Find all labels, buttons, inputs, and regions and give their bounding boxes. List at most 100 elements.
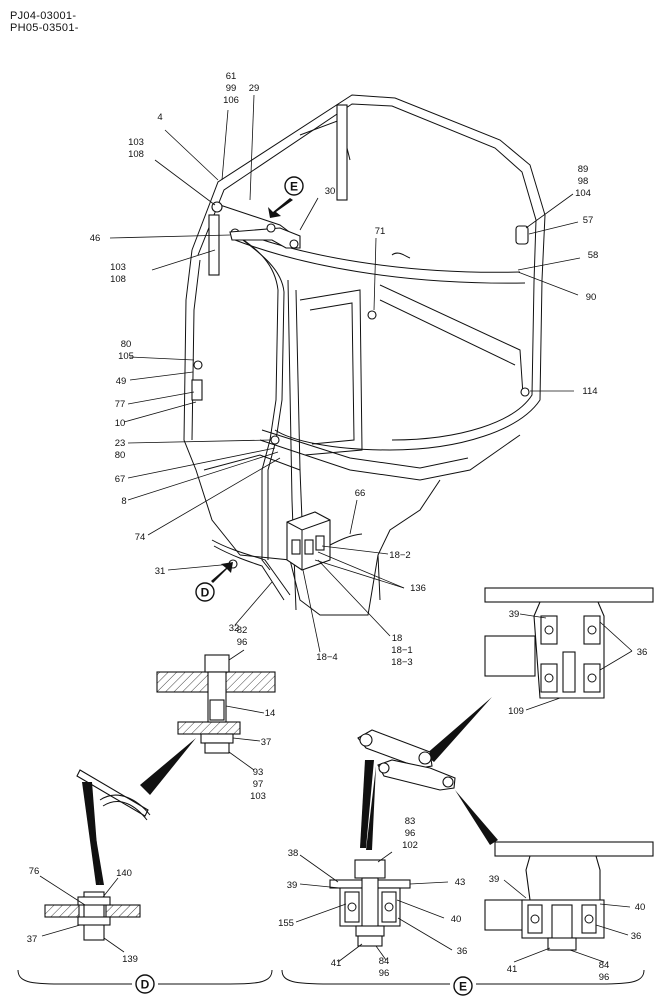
part-labels: 61 99 106 29 4 103 108 30 89 98 104 57 4… — [27, 71, 648, 983]
label-108: 108 — [128, 149, 144, 160]
bracket-77 — [191, 379, 203, 401]
label-139: 139 — [122, 954, 138, 965]
svg-text:E: E — [459, 980, 467, 994]
label-61: 61 — [226, 71, 237, 82]
label-80: 80 — [121, 339, 132, 350]
part-114 — [520, 387, 530, 397]
label-36c: 36 — [631, 931, 642, 942]
label-41: 41 — [331, 958, 342, 969]
label-114: 114 — [582, 386, 597, 397]
label-97: 97 — [253, 779, 264, 790]
label-82: 82 — [237, 625, 248, 636]
label-37: 37 — [261, 737, 272, 748]
label-103c: 103 — [250, 791, 266, 802]
label-58: 58 — [588, 250, 599, 261]
label-96c: 96 — [379, 968, 390, 979]
section-bracket-e: E — [281, 969, 645, 996]
label-32: 32 — [229, 623, 240, 634]
section-bracket-d: D — [17, 969, 273, 994]
label-98: 98 — [578, 176, 589, 187]
label-31: 31 — [155, 566, 166, 577]
label-90: 90 — [586, 292, 597, 303]
arm-part-30 — [229, 223, 301, 249]
label-96: 96 — [237, 637, 248, 648]
marker-e: E — [268, 176, 304, 218]
clamp-80 — [193, 360, 203, 370]
label-39c: 39 — [489, 874, 500, 885]
label-36b: 36 — [457, 946, 468, 957]
svg-text:E: E — [290, 180, 298, 194]
label-46: 46 — [90, 233, 101, 244]
label-41b: 41 — [507, 964, 518, 975]
header-code-1: PJ04-03001- — [10, 10, 77, 22]
label-66: 66 — [355, 488, 366, 499]
detail-rods-d — [76, 738, 196, 885]
detail-bearing-109 — [425, 587, 654, 762]
label-77: 77 — [115, 399, 126, 410]
label-80b: 80 — [115, 450, 126, 461]
svg-text:D: D — [201, 586, 210, 600]
label-74: 74 — [135, 532, 146, 543]
marker-d: D — [195, 562, 233, 602]
label-96d: 96 — [599, 972, 610, 983]
label-4: 4 — [157, 112, 162, 123]
label-38: 38 — [288, 848, 299, 859]
label-39b: 39 — [287, 880, 298, 891]
label-136: 136 — [410, 583, 426, 594]
label-30: 30 — [325, 186, 336, 197]
label-93: 93 — [253, 767, 264, 778]
label-84: 84 — [379, 956, 390, 967]
label-104: 104 — [575, 188, 591, 199]
label-96b: 96 — [405, 828, 416, 839]
header-code-2: PH05-03501- — [10, 22, 79, 34]
part-71 — [367, 310, 377, 320]
label-18-4: 18−4 — [316, 652, 337, 663]
label-10: 10 — [115, 418, 126, 429]
connector-box-18 — [286, 511, 331, 571]
label-105: 105 — [118, 351, 134, 362]
label-36: 36 — [637, 647, 648, 658]
label-18-2: 18−2 — [389, 550, 410, 561]
detail-d-assembly — [39, 875, 141, 953]
label-140: 140 — [116, 868, 132, 879]
label-40b: 40 — [635, 902, 646, 913]
label-71: 71 — [375, 226, 386, 237]
label-67: 67 — [115, 474, 126, 485]
label-39: 39 — [509, 609, 520, 620]
label-106: 106 — [223, 95, 239, 106]
label-23: 23 — [115, 438, 126, 449]
label-103: 103 — [128, 137, 144, 148]
label-103b: 103 — [110, 262, 126, 273]
detail-e-bearing — [484, 841, 654, 963]
label-76: 76 — [29, 866, 40, 877]
wiper-bracket — [336, 104, 348, 201]
label-18: 18 — [392, 633, 403, 644]
label-49: 49 — [116, 376, 127, 387]
label-109: 109 — [508, 706, 524, 717]
label-99: 99 — [226, 83, 237, 94]
label-29: 29 — [249, 83, 260, 94]
label-43: 43 — [455, 877, 466, 888]
svg-text:D: D — [141, 978, 150, 992]
label-108b: 108 — [110, 274, 126, 285]
label-40: 40 — [451, 914, 462, 925]
label-84b: 84 — [599, 960, 610, 971]
label-89: 89 — [578, 164, 589, 175]
label-57: 57 — [583, 215, 594, 226]
part-57 — [515, 225, 529, 245]
label-18-1: 18−1 — [391, 645, 412, 656]
label-102: 102 — [402, 840, 418, 851]
side-bracket — [208, 214, 220, 276]
cab-frame — [183, 94, 546, 616]
leader-lines — [109, 94, 581, 653]
label-14: 14 — [265, 708, 276, 719]
label-155: 155 — [278, 918, 294, 929]
label-8: 8 — [121, 496, 126, 507]
detail-arm-e — [357, 729, 498, 850]
clamp-23 — [270, 435, 280, 445]
detail-e-bolt — [295, 851, 453, 963]
label-83: 83 — [405, 816, 416, 827]
label-37b: 37 — [27, 934, 38, 945]
detail-bolt-14 — [156, 649, 276, 771]
